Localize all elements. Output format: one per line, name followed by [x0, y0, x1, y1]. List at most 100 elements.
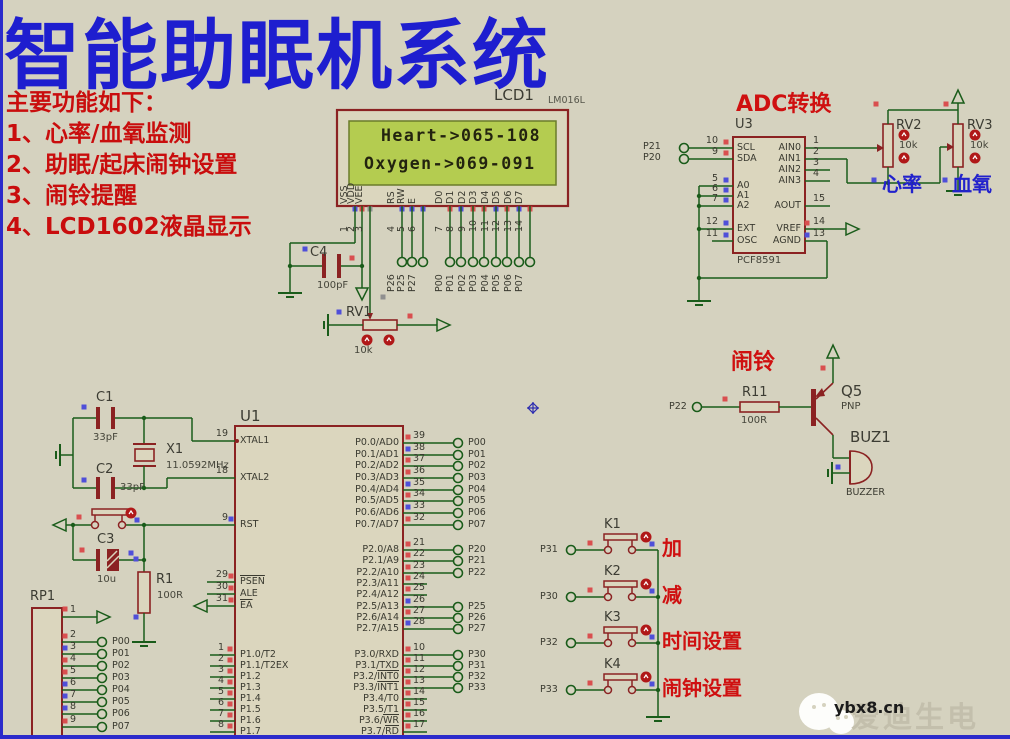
- buzzer-ground: [827, 462, 836, 484]
- u3-pin-name: AIN3: [778, 175, 801, 186]
- lcd-pin-number: 8: [444, 225, 456, 232]
- u1-terminal-label: P20: [468, 544, 486, 555]
- lcd-wire-terminal: [490, 256, 502, 268]
- u1-terminal: [452, 519, 464, 531]
- k3-button-knob[interactable]: [640, 624, 652, 636]
- terminal-label-p33: P33: [540, 684, 558, 695]
- rv1-ref: RV1: [346, 305, 372, 320]
- terminal-p21: [678, 142, 690, 154]
- u1-pin-number: 39: [413, 430, 426, 441]
- rp1-terminal-label: P06: [112, 708, 130, 719]
- c4-value: 100pF: [317, 280, 349, 291]
- u3-pin-number: 13: [813, 228, 826, 239]
- u1-pin-number: 26: [413, 594, 426, 605]
- u1-terminal-label: P30: [468, 649, 486, 660]
- k4-button[interactable]: [603, 673, 638, 686]
- u1-pin-name: P0.2/AD2: [355, 460, 399, 471]
- key-func-alarm-set: 闹钟设置: [662, 676, 742, 700]
- u1-terminal-label: P22: [468, 567, 486, 578]
- lcd-pin-number: 10: [467, 219, 479, 232]
- u1-pin-name: P0.1/AD1: [355, 449, 399, 460]
- k4-ref: K4: [604, 657, 621, 672]
- rv2-adjust-knob[interactable]: [898, 129, 910, 141]
- u1-pin-number: 27: [413, 605, 426, 616]
- u1-pin-number: 12: [413, 664, 426, 675]
- u1-terminal-label: P27: [468, 623, 486, 634]
- reset-button-knob[interactable]: [125, 507, 137, 519]
- reset-button[interactable]: [91, 508, 130, 521]
- lcd-ctrl-terminal-label: P26: [385, 274, 397, 292]
- rp1-pin-number: 7: [70, 689, 77, 700]
- feature-item: 1、心率/血氧监测: [6, 121, 192, 147]
- lcd-pin-name: D1: [444, 190, 456, 204]
- lcd-wire-terminal: [444, 256, 456, 268]
- terminal-label-p21: P21: [643, 141, 661, 152]
- u1-pin-name: P3.6/WR: [358, 715, 399, 726]
- u3-pin-name: A2: [737, 200, 750, 211]
- c3-value: 10u: [97, 574, 117, 585]
- u1-pin-name: P1.5: [240, 704, 261, 715]
- key-func-plus: 加: [662, 536, 682, 560]
- u1-terminal: [452, 682, 464, 694]
- wechat-icon-eye: [844, 715, 848, 719]
- k2-button[interactable]: [603, 580, 638, 593]
- lcd-data-terminal-label: P03: [467, 274, 479, 292]
- rp1-terminal: [96, 721, 108, 733]
- lcd-pin-name: D2: [456, 190, 468, 204]
- u1-pin-number: 10: [413, 642, 426, 653]
- u1-terminal-label: P26: [468, 612, 486, 623]
- terminal-p20: [678, 153, 690, 165]
- u3-pin-number: 10: [705, 135, 718, 146]
- u1-pin-name: P2.2/A10: [356, 567, 399, 578]
- u1-pin-number: 18: [215, 465, 228, 476]
- lcd-pin-name: D6: [502, 190, 514, 204]
- u1-terminal: [452, 671, 464, 683]
- u1-terminal: [452, 460, 464, 472]
- k2-button-knob[interactable]: [640, 578, 652, 590]
- u1-terminal-label: P06: [468, 507, 486, 518]
- rp1-power-arrow: [96, 609, 112, 625]
- u1-pin-name: P3.1/TXD: [355, 660, 399, 671]
- u3-pin-name: AIN0: [778, 142, 801, 153]
- rv1-adjust-knob[interactable]: [383, 334, 395, 346]
- buz1-ref: BUZ1: [850, 428, 891, 446]
- k4-button-knob[interactable]: [640, 671, 652, 683]
- k1-button[interactable]: [603, 533, 638, 546]
- u3-pin-name: SDA: [737, 153, 757, 164]
- feature-item: 3、闹铃提醒: [6, 183, 138, 209]
- lcd-ctrl-terminal-label: P25: [395, 274, 407, 292]
- lcd-pin-name: D5: [490, 190, 502, 204]
- origin-marker: [527, 402, 539, 414]
- u1-pin-name: P2.4/A12: [356, 589, 399, 600]
- rv3-adjust-knob[interactable]: [969, 152, 981, 164]
- u1-pin-name: P1.2: [240, 671, 261, 682]
- rv3-adjust-knob[interactable]: [969, 129, 981, 141]
- u1-pin-number: 6: [217, 697, 224, 708]
- watermark-site: ybx8.cn: [834, 698, 905, 717]
- rv2-value: 10k: [899, 140, 918, 151]
- u1-pin-number: 7: [217, 708, 224, 719]
- u1-pin-name: P1.0/T2: [240, 649, 276, 660]
- r11-ref: R11: [742, 385, 768, 400]
- net-label-blood-oxygen: 血氧: [952, 172, 992, 196]
- u1-pin-name: ALE: [240, 588, 258, 599]
- rv1-adjust-knob[interactable]: [361, 334, 373, 346]
- alarm-heading: 闹铃: [731, 350, 776, 375]
- k3-button[interactable]: [603, 626, 638, 639]
- u1-pin-name: P3.0/RXD: [354, 649, 399, 660]
- u1-terminal-label: P31: [468, 660, 486, 671]
- rp1-terminal: [96, 684, 108, 696]
- u1-pin-number: 15: [413, 697, 426, 708]
- u1-pin-name: RST: [240, 519, 259, 530]
- terminal-p31: [565, 544, 577, 556]
- lcd-pin-name: D3: [467, 190, 479, 204]
- k1-button-knob[interactable]: [640, 531, 652, 543]
- rst-power-arrow: [51, 517, 67, 533]
- lcd-pin-name: D0: [433, 190, 445, 204]
- rv2-adjust-knob[interactable]: [898, 152, 910, 164]
- u3-pin-name: AOUT: [774, 200, 801, 211]
- u1-pin-number: 35: [413, 477, 426, 488]
- u3-pin-name: EXT: [737, 223, 756, 234]
- lcd-wire-terminal: [467, 256, 479, 268]
